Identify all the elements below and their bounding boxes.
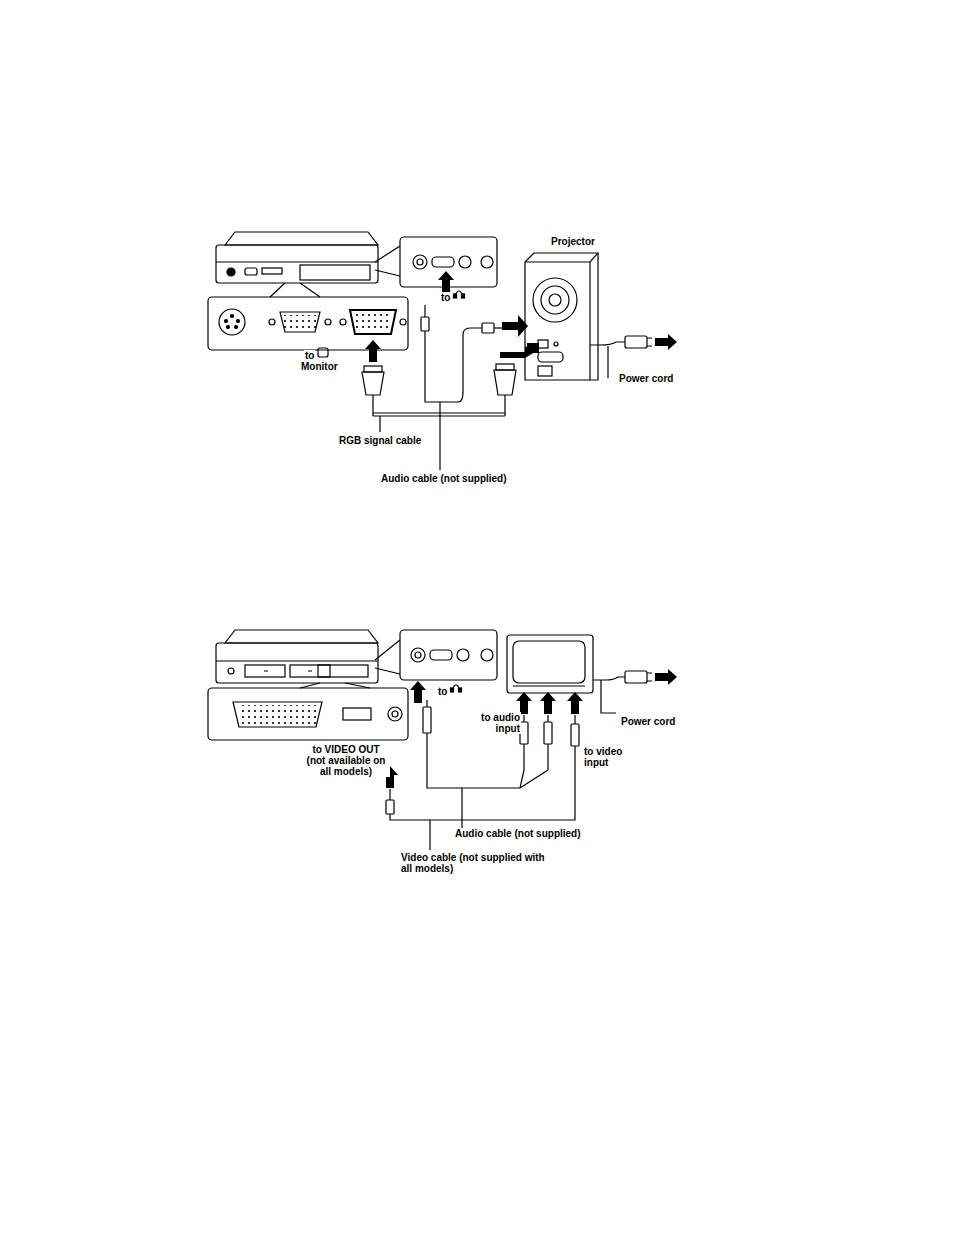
projector-unit: Projector (525, 253, 598, 380)
callout-label: Audio cable (not supplied) (454, 828, 582, 839)
callout-label: to VIDEO OUT (not available on all model… (302, 744, 390, 777)
callout-label: Power cord (618, 373, 674, 384)
callout-label: Audio cable (not supplied) (380, 473, 508, 484)
callout-label: to (304, 350, 315, 361)
device-heading: Projector (551, 236, 595, 247)
callout-label: Video cable (not supplied with all model… (400, 852, 552, 874)
callout-label: to (440, 292, 451, 303)
callout-label: RGB signal cable (338, 435, 422, 446)
callout-label: Monitor (300, 361, 339, 372)
callout-label: to audio input (465, 712, 521, 734)
callout-label: Power cord (620, 716, 676, 727)
callout-label: to (437, 686, 448, 697)
callout-label: to video input (583, 746, 635, 768)
